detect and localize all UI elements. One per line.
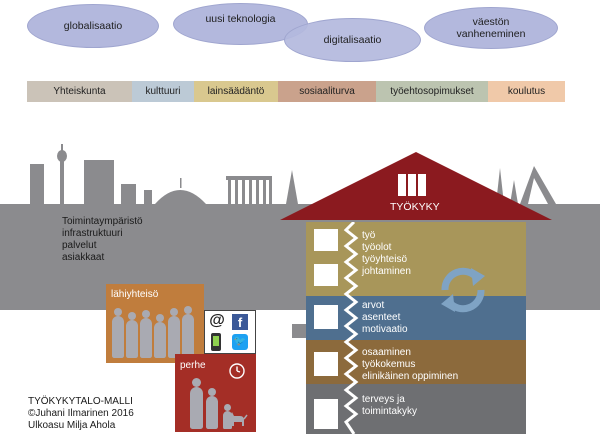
environment-line: Toimintaympäristö [62, 216, 143, 227]
family-people [180, 378, 252, 430]
floor-line: asenteet [362, 312, 401, 323]
community-label: lähiyhteisö [111, 289, 159, 300]
credits-author: ©Juhani Ilmarinen 2016 [28, 408, 134, 419]
environment-line: palvelut [62, 240, 97, 251]
credits-title: TYÖKYKYTALO-MALLI [28, 396, 133, 407]
factor-label: sosiaaliturva [299, 86, 355, 97]
floor-tyo [306, 222, 526, 296]
family-label: perhe [180, 360, 206, 371]
environment-line: asiakkaat [62, 252, 105, 263]
dog-icon [229, 412, 248, 426]
factor-lainsaadanto: lainsäädäntö [194, 81, 278, 102]
floor-osaaminen-text: osaaminen työkokemus elinikäinen oppimin… [362, 347, 458, 383]
trend-label: uusi teknologia [205, 13, 276, 25]
floor-line: työolot [362, 242, 392, 253]
cycle-arrows-icon [441, 267, 485, 313]
factor-sosiaaliturva: sosiaaliturva [278, 81, 376, 102]
factor-label: kulttuuri [145, 86, 181, 97]
factor-kulttuuri: kulttuuri [132, 81, 194, 102]
window [314, 352, 338, 376]
credits-layout: Ulkoasu Milja Ahola [28, 420, 116, 431]
factor-label: koulutus [507, 86, 546, 97]
floor-line: arvot [362, 300, 385, 311]
floor-line: työyhteisö [362, 254, 408, 265]
floor-tyo-text: työ työolot työyhteisö johtaminen [362, 230, 411, 278]
trend-vaeston-vanheneminen: väestön vanheneminen [424, 7, 558, 49]
roof-label: TYÖKYKY [390, 201, 440, 213]
floor-arvot [306, 296, 526, 340]
factor-label: lainsäädäntö [207, 86, 265, 97]
community-people [108, 306, 204, 362]
house-roof [280, 152, 552, 220]
environment-text: Toimintaympäristö infrastruktuuri palvel… [62, 216, 143, 264]
floor-line: toimintakyky [362, 406, 418, 417]
floor-arvot-text: arvot asenteet motivaatio [362, 300, 408, 336]
trend-label: väestön vanheneminen [456, 15, 526, 40]
facebook-icon: f [232, 314, 248, 330]
floor-terveys [306, 384, 526, 434]
factor-koulutus: koulutus [488, 81, 565, 102]
environment-line: infrastruktuuri [62, 228, 123, 239]
floor-line: motivaatio [362, 324, 408, 335]
floor-osaaminen [306, 340, 526, 384]
floor-line: terveys ja [362, 394, 405, 405]
trend-uusi-teknologia: uusi teknologia [173, 3, 308, 45]
window [314, 305, 338, 329]
floor-line: johtaminen [362, 266, 411, 277]
trend-globalisaatio: globalisaatio [27, 4, 159, 48]
at-sign-icon: @ [209, 312, 225, 329]
floor-line: työ [362, 230, 376, 241]
trend-label: globalisaatio [63, 19, 123, 32]
trend-label: digitalisaatio [323, 33, 382, 46]
factor-tyoehtosopimukset: työehtosopimukset [376, 81, 488, 102]
factor-yhteiskunta: Yhteiskunta [27, 81, 132, 102]
floor-line: työkokemus [362, 359, 416, 370]
house-side-connector [292, 324, 306, 338]
floor-terveys-text: terveys ja toimintakyky [362, 394, 417, 418]
factor-label: työehtosopimukset [390, 86, 474, 97]
floor-line: osaaminen [362, 347, 411, 358]
phone-icon [211, 333, 221, 351]
window [314, 399, 338, 429]
window [314, 229, 338, 251]
trend-digitalisaatio: digitalisaatio [284, 18, 421, 62]
staircase [343, 222, 359, 434]
clock-icon [229, 363, 245, 379]
floor-line: elinikäinen oppiminen [362, 371, 459, 382]
credits: TYÖKYKYTALO-MALLI ©Juhani Ilmarinen 2016… [28, 396, 134, 432]
twitter-icon: 🐦 [232, 334, 248, 350]
window [314, 264, 338, 286]
factor-label: Yhteiskunta [53, 86, 106, 97]
